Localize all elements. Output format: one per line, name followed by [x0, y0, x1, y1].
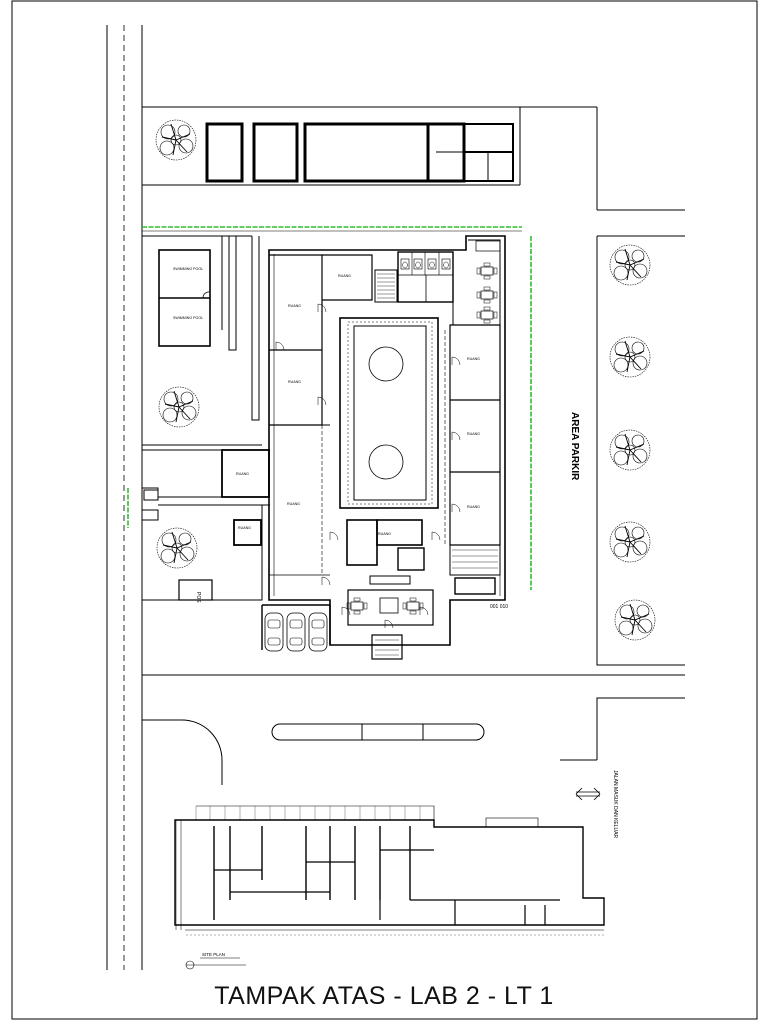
swimming-pool-block: [158, 249, 211, 347]
lab-building: [261, 235, 506, 660]
room-label: RUANG: [378, 532, 391, 536]
parking-area-label: AREA PARKIR: [569, 412, 580, 481]
cafe-tables: [346, 262, 498, 615]
top-building-row: [142, 106, 685, 211]
site-plan-tag: [185, 957, 246, 970]
pool-upper-label: SWIMMING POOL: [173, 267, 203, 271]
tree-symbol: [156, 527, 198, 569]
sheet-frame: [11, 0, 758, 1020]
room-label: RUANG: [338, 274, 351, 278]
left-mid-structures: [141, 449, 270, 710]
main-road: [106, 25, 143, 970]
entrance-road-label: JALAN MASUK DAN KELUAR: [612, 770, 618, 838]
room-label: RUANG: [287, 502, 300, 506]
room-label: RUANG: [467, 505, 480, 509]
room-label: RUANG: [288, 304, 301, 308]
room-label: RUANG: [236, 472, 249, 476]
right-trees: [609, 244, 656, 641]
site-boundary: [127, 226, 532, 590]
tree-symbol: [158, 386, 200, 428]
post-label: POS: [195, 592, 201, 603]
parked-cars: [264, 612, 328, 652]
room-label: RUANG: [467, 357, 480, 361]
access-road: [142, 674, 685, 785]
room-label: RUANG: [467, 432, 480, 436]
lower-building: [174, 805, 605, 936]
sheet-title: TAMPAK ATAS - LAB 2 - LT 1: [214, 982, 554, 1010]
site-plan-label: SITE PLAN: [202, 952, 225, 957]
pool-lower-label: SWIMMING POOL: [173, 316, 203, 320]
tree-symbol: [155, 119, 197, 161]
room-label: RUANG: [238, 526, 251, 530]
door-tag: 001 010: [490, 604, 508, 610]
room-labels: RUANG RUANG RUANG RUANG RUANG RUANG RUAN…: [287, 274, 480, 536]
toilet-fixtures: [400, 258, 451, 270]
two-way-arrow-icon: [575, 787, 601, 801]
right-tree-strip: [596, 235, 685, 666]
room-label: RUANG: [288, 380, 301, 384]
left-parking: [142, 235, 262, 446]
doors: [275, 303, 461, 629]
